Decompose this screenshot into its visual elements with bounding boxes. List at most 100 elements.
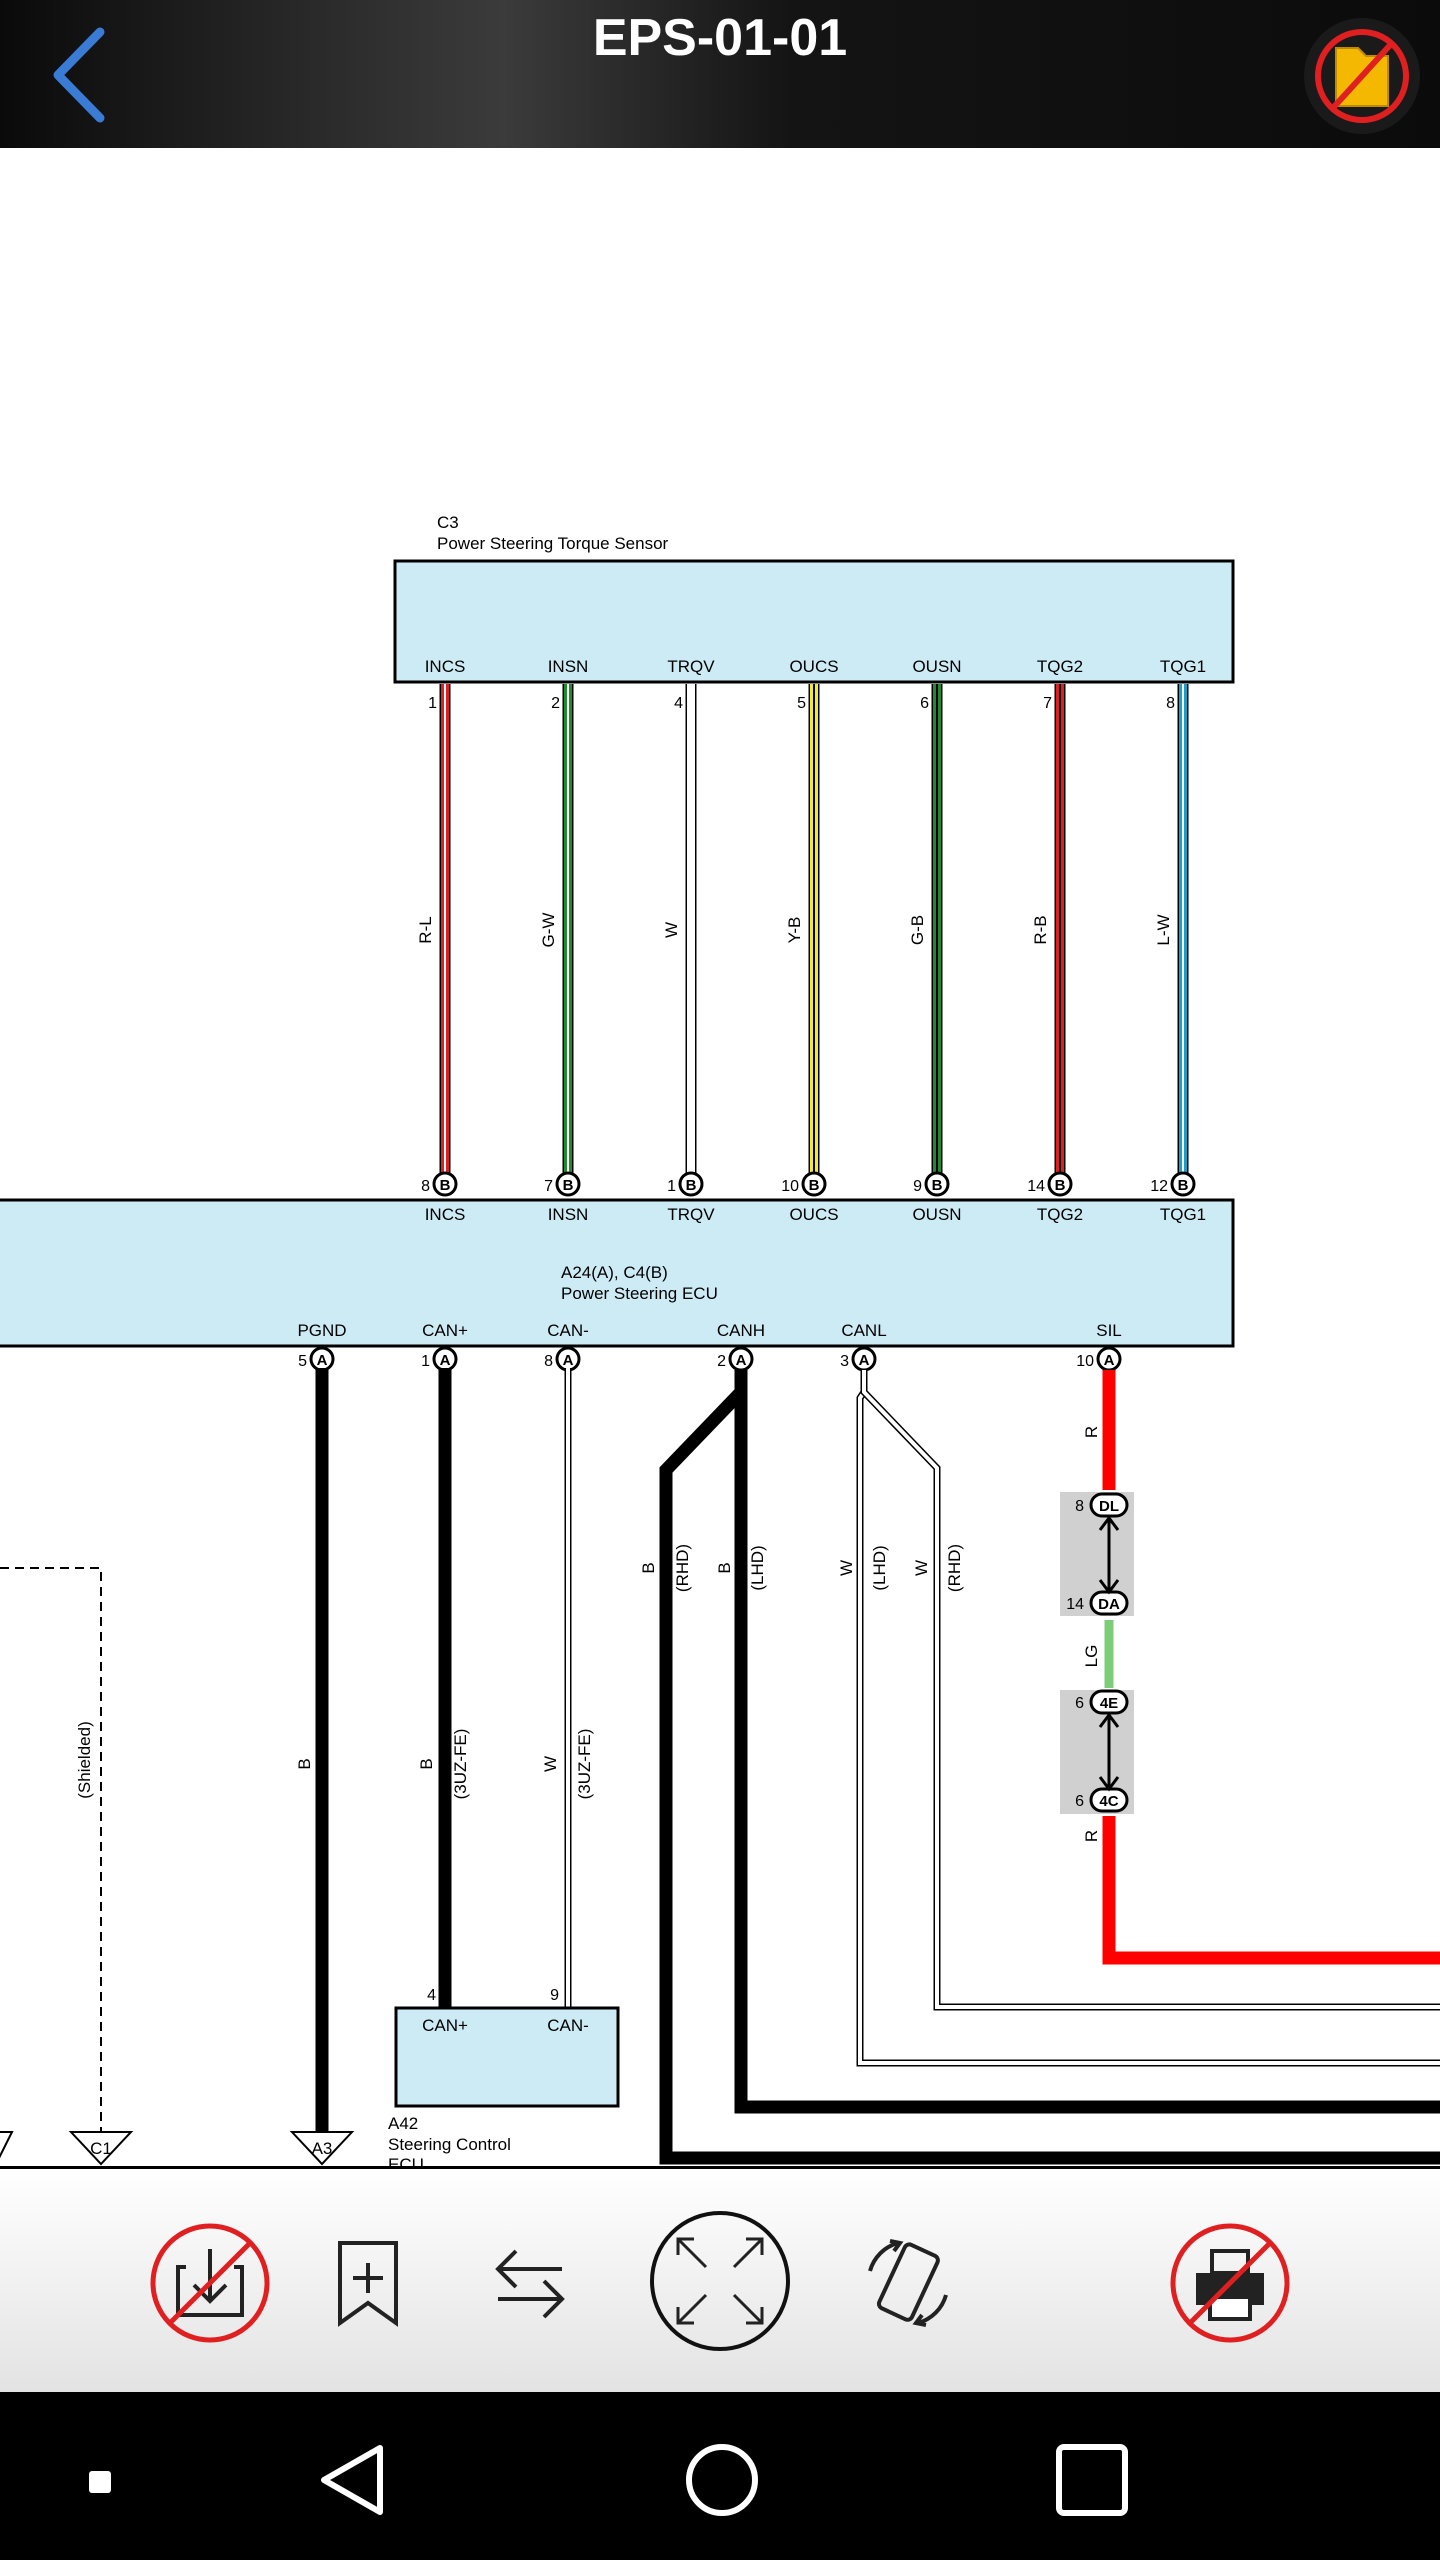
ecu-terminal-label: INSN xyxy=(548,1205,589,1224)
connector-letter: B xyxy=(563,1177,574,1194)
ground-triangle xyxy=(68,2131,134,2166)
ecu-pin-connector xyxy=(1170,1171,1196,1197)
canh-rhd-color: B xyxy=(639,1562,658,1573)
rotate-button[interactable] xyxy=(858,2233,958,2333)
ecu-bottom-pin-number: 8 xyxy=(544,1353,553,1370)
ecu-pin-number: 14 xyxy=(1027,1178,1045,1195)
sensor-terminal-label: INCS xyxy=(425,657,466,676)
bookmark-add-button[interactable] xyxy=(330,2237,406,2329)
ecu-pin-number: 7 xyxy=(544,1178,553,1195)
page-title: EPS-01-01 xyxy=(592,9,848,67)
ecu-bottom-terminal-label: CAN- xyxy=(547,1321,589,1340)
ecu-pin-connector xyxy=(801,1171,827,1197)
steering-control-pin-number: 4 xyxy=(427,1987,436,2004)
download-button[interactable] xyxy=(148,2221,272,2345)
sensor-pin-number: 6 xyxy=(920,695,929,712)
connector-letter: A xyxy=(563,1352,574,1369)
sensor-pin-number: 8 xyxy=(1166,695,1175,712)
canm-variant: (3UZ-FE) xyxy=(575,1729,594,1800)
ecu-pin-number: 8 xyxy=(421,1178,430,1195)
sensor-wire-color-code: R-L xyxy=(416,916,435,943)
junction-pin-number: 6 xyxy=(1075,1695,1084,1712)
ecu-code: A24(A), C4(B) xyxy=(561,1263,668,1282)
sil-mid-color: LG xyxy=(1082,1645,1101,1668)
connector-letter: B xyxy=(932,1177,943,1194)
ecu-pin-connector xyxy=(1047,1171,1073,1197)
sensor-terminal-label: TRQV xyxy=(667,657,715,676)
sensor-wire-color-code: Y-B xyxy=(785,917,804,944)
ecu-terminal-label: TQG1 xyxy=(1160,1205,1206,1224)
bottom-toolbar xyxy=(0,2166,1440,2392)
canl-rhd-color: W xyxy=(912,1560,931,1576)
sensor-pin-number: 7 xyxy=(1043,695,1052,712)
swap-button[interactable] xyxy=(488,2241,572,2325)
back-triangle-icon xyxy=(321,2445,383,2515)
ecu-terminal-label: OUSN xyxy=(912,1205,961,1224)
fullscreen-button[interactable] xyxy=(648,2209,792,2353)
folder-button[interactable] xyxy=(1300,14,1424,138)
torque-sensor-box xyxy=(393,559,1235,684)
steering-control-box xyxy=(394,2006,620,2108)
swap-arrows-icon xyxy=(495,2249,565,2319)
ecu-pin-number: 12 xyxy=(1150,1178,1168,1195)
ecu-pin-connector xyxy=(924,1171,950,1197)
junction-pin-number: 8 xyxy=(1075,1498,1084,1515)
ecu-bottom-pin-number: 3 xyxy=(840,1353,849,1370)
connector-letter: A xyxy=(317,1352,328,1369)
canl-rhd-wire xyxy=(860,1370,1440,2011)
ecu-bottom-pin-number: 2 xyxy=(717,1353,726,1370)
sensor-pin-number: 5 xyxy=(797,695,806,712)
sensor-wire-color-code: G-W xyxy=(539,913,558,948)
sensor-terminal-label: OUCS xyxy=(789,657,838,676)
sensor-pin-number: 4 xyxy=(674,695,683,712)
sensor-pin-number: 2 xyxy=(551,695,560,712)
steering-control-terminal-label: CAN- xyxy=(547,2016,589,2035)
ecu-pin-connector xyxy=(678,1171,704,1197)
ecu-terminal-label: TQG2 xyxy=(1037,1205,1083,1224)
ecu-top-terminal-labels: INCS INSN TRQV OUCS OUSN TQG2 TQG1 xyxy=(425,1205,1206,1224)
connector-letter: B xyxy=(1178,1177,1189,1194)
sensor-wires: 1R-LB82G-WB74WB15Y-BB106G-BB97R-BB148L-W… xyxy=(416,684,1196,1197)
ecu-bottom-terminal-label: SIL xyxy=(1096,1321,1122,1340)
sensor-pin-number: 1 xyxy=(428,695,437,712)
ecu-terminal-label: TRQV xyxy=(667,1205,715,1224)
canp-variant: (3UZ-FE) xyxy=(451,1729,470,1800)
steering-control-terminal-label: CAN+ xyxy=(422,2016,468,2035)
nav-back-button[interactable] xyxy=(316,2440,392,2520)
bookmark-add-icon xyxy=(338,2241,398,2327)
sensor-wire-color-code: G-B xyxy=(908,915,927,945)
junction-label: 4C xyxy=(1099,1793,1118,1810)
ground-label: A3 xyxy=(312,2139,333,2158)
junction-label: DA xyxy=(1098,1596,1120,1613)
canl-rhd-label: (RHD) xyxy=(945,1544,964,1592)
junction-pin-number: 6 xyxy=(1075,1793,1084,1810)
chevron-left-icon xyxy=(53,27,105,123)
connector-letter: A xyxy=(440,1352,451,1369)
connector-letter: B xyxy=(440,1177,451,1194)
ecu-terminal-label: INCS xyxy=(425,1205,466,1224)
connector-letter: A xyxy=(859,1352,870,1369)
connector-letter: B xyxy=(686,1177,697,1194)
sil-bottom-color: R xyxy=(1082,1830,1101,1842)
canm-wire-color: W xyxy=(541,1756,560,1772)
sensor-wire-color-code: W xyxy=(662,922,681,938)
print-button[interactable] xyxy=(1168,2221,1292,2345)
ecu-bottom-terminal-label: CAN+ xyxy=(422,1321,468,1340)
back-button[interactable] xyxy=(40,20,140,130)
ecu-bottom-terminal-label: CANL xyxy=(841,1321,886,1340)
canl-lhd-label: (LHD) xyxy=(870,1545,889,1590)
system-navigation-bar xyxy=(0,2392,1440,2560)
connector-letter: A xyxy=(1104,1352,1115,1369)
canl-lhd-color: W xyxy=(837,1560,856,1576)
ecu-terminal-label: OUCS xyxy=(789,1205,838,1224)
nav-overview-button[interactable] xyxy=(1050,2438,1134,2522)
junction-arrow-down xyxy=(1098,1776,1120,1792)
nav-home-button[interactable] xyxy=(680,2438,764,2522)
home-circle-icon xyxy=(686,2444,758,2516)
ecu-bottom-terminal-label: PGND xyxy=(297,1321,346,1340)
sensor-terminal-label: TQG2 xyxy=(1037,657,1083,676)
overview-square-icon xyxy=(1056,2444,1128,2516)
recent-small-button[interactable] xyxy=(84,2466,118,2500)
